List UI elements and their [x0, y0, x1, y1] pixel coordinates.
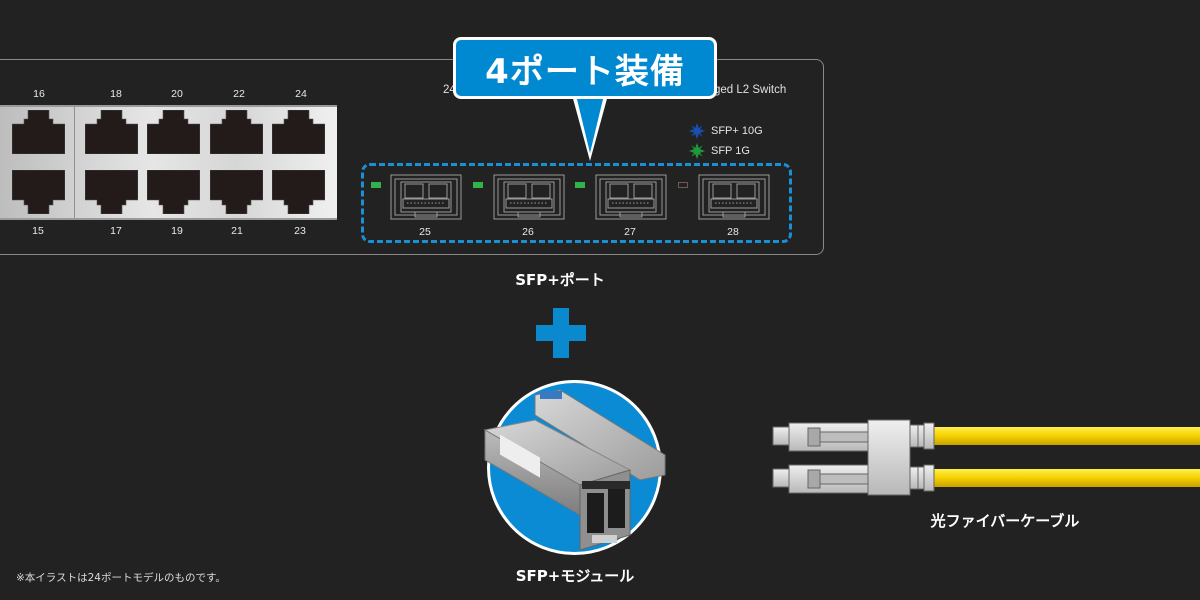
sfp-module-label: SFP+モジュール	[515, 567, 635, 585]
port-number-22: 22	[233, 88, 245, 100]
fiber-cable-image	[772, 419, 1200, 496]
rj45-port-24	[272, 110, 325, 154]
legend-sfp-plus-10g: SFP+ 10G	[689, 123, 763, 139]
port-number-24: 24	[295, 88, 307, 100]
port-number-20: 20	[171, 88, 183, 100]
sfp-port-28	[698, 172, 770, 222]
sfp-port-26	[493, 172, 565, 222]
legend-sfp-1g: SFP 1G	[689, 143, 750, 159]
sfp-module-image	[483, 389, 666, 551]
sfp-led-26	[473, 182, 483, 188]
rj45-port-20	[147, 110, 200, 154]
fiber-cable-label: 光ファイバーケーブル	[930, 512, 1080, 530]
port-number-18: 18	[110, 88, 122, 100]
illustration-note: ※本イラストは24ポートモデルのものです。	[16, 572, 226, 584]
rj45-port-23	[272, 170, 325, 214]
rj45-port-15	[12, 170, 65, 214]
model-text-right: ged L2 Switch	[714, 84, 787, 96]
port-number-19: 19	[171, 225, 183, 237]
rj45-port-18	[85, 110, 138, 154]
rj45-port-19	[147, 170, 200, 214]
rj45-panel-divider	[74, 107, 75, 218]
rj45-port-21	[210, 170, 263, 214]
plus-icon-bar	[536, 325, 586, 341]
port-number-28: 28	[727, 226, 739, 238]
port-number-21: 21	[231, 225, 243, 237]
sfp-port-25	[390, 172, 462, 222]
port-number-16: 16	[33, 88, 45, 100]
sfp-port-label: SFP+ポート	[515, 271, 605, 289]
sfp-led-27	[575, 182, 585, 188]
sfp-led-28	[678, 182, 688, 188]
model-text-left: 24	[443, 84, 456, 96]
led-green-icon	[689, 143, 705, 159]
sfp-port-27	[595, 172, 667, 222]
port-number-17: 17	[110, 225, 122, 237]
legend-label-1g: SFP 1G	[711, 145, 750, 157]
switch-chassis	[0, 59, 824, 255]
rj45-port-22	[210, 110, 263, 154]
sfp-port-highlight	[361, 163, 792, 243]
rj45-port-17	[85, 170, 138, 214]
callout-pointer	[572, 95, 608, 161]
port-number-15: 15	[32, 225, 44, 237]
port-number-26: 26	[522, 226, 534, 238]
led-blue-icon	[689, 123, 705, 139]
legend-label-10g: SFP+ 10G	[711, 125, 763, 137]
port-number-23: 23	[294, 225, 306, 237]
sfp-led-25	[371, 182, 381, 188]
port-number-25: 25	[419, 226, 431, 238]
port-number-27: 27	[624, 226, 636, 238]
rj45-port-16	[12, 110, 65, 154]
callout-four-ports: 4ポート装備	[453, 37, 717, 99]
